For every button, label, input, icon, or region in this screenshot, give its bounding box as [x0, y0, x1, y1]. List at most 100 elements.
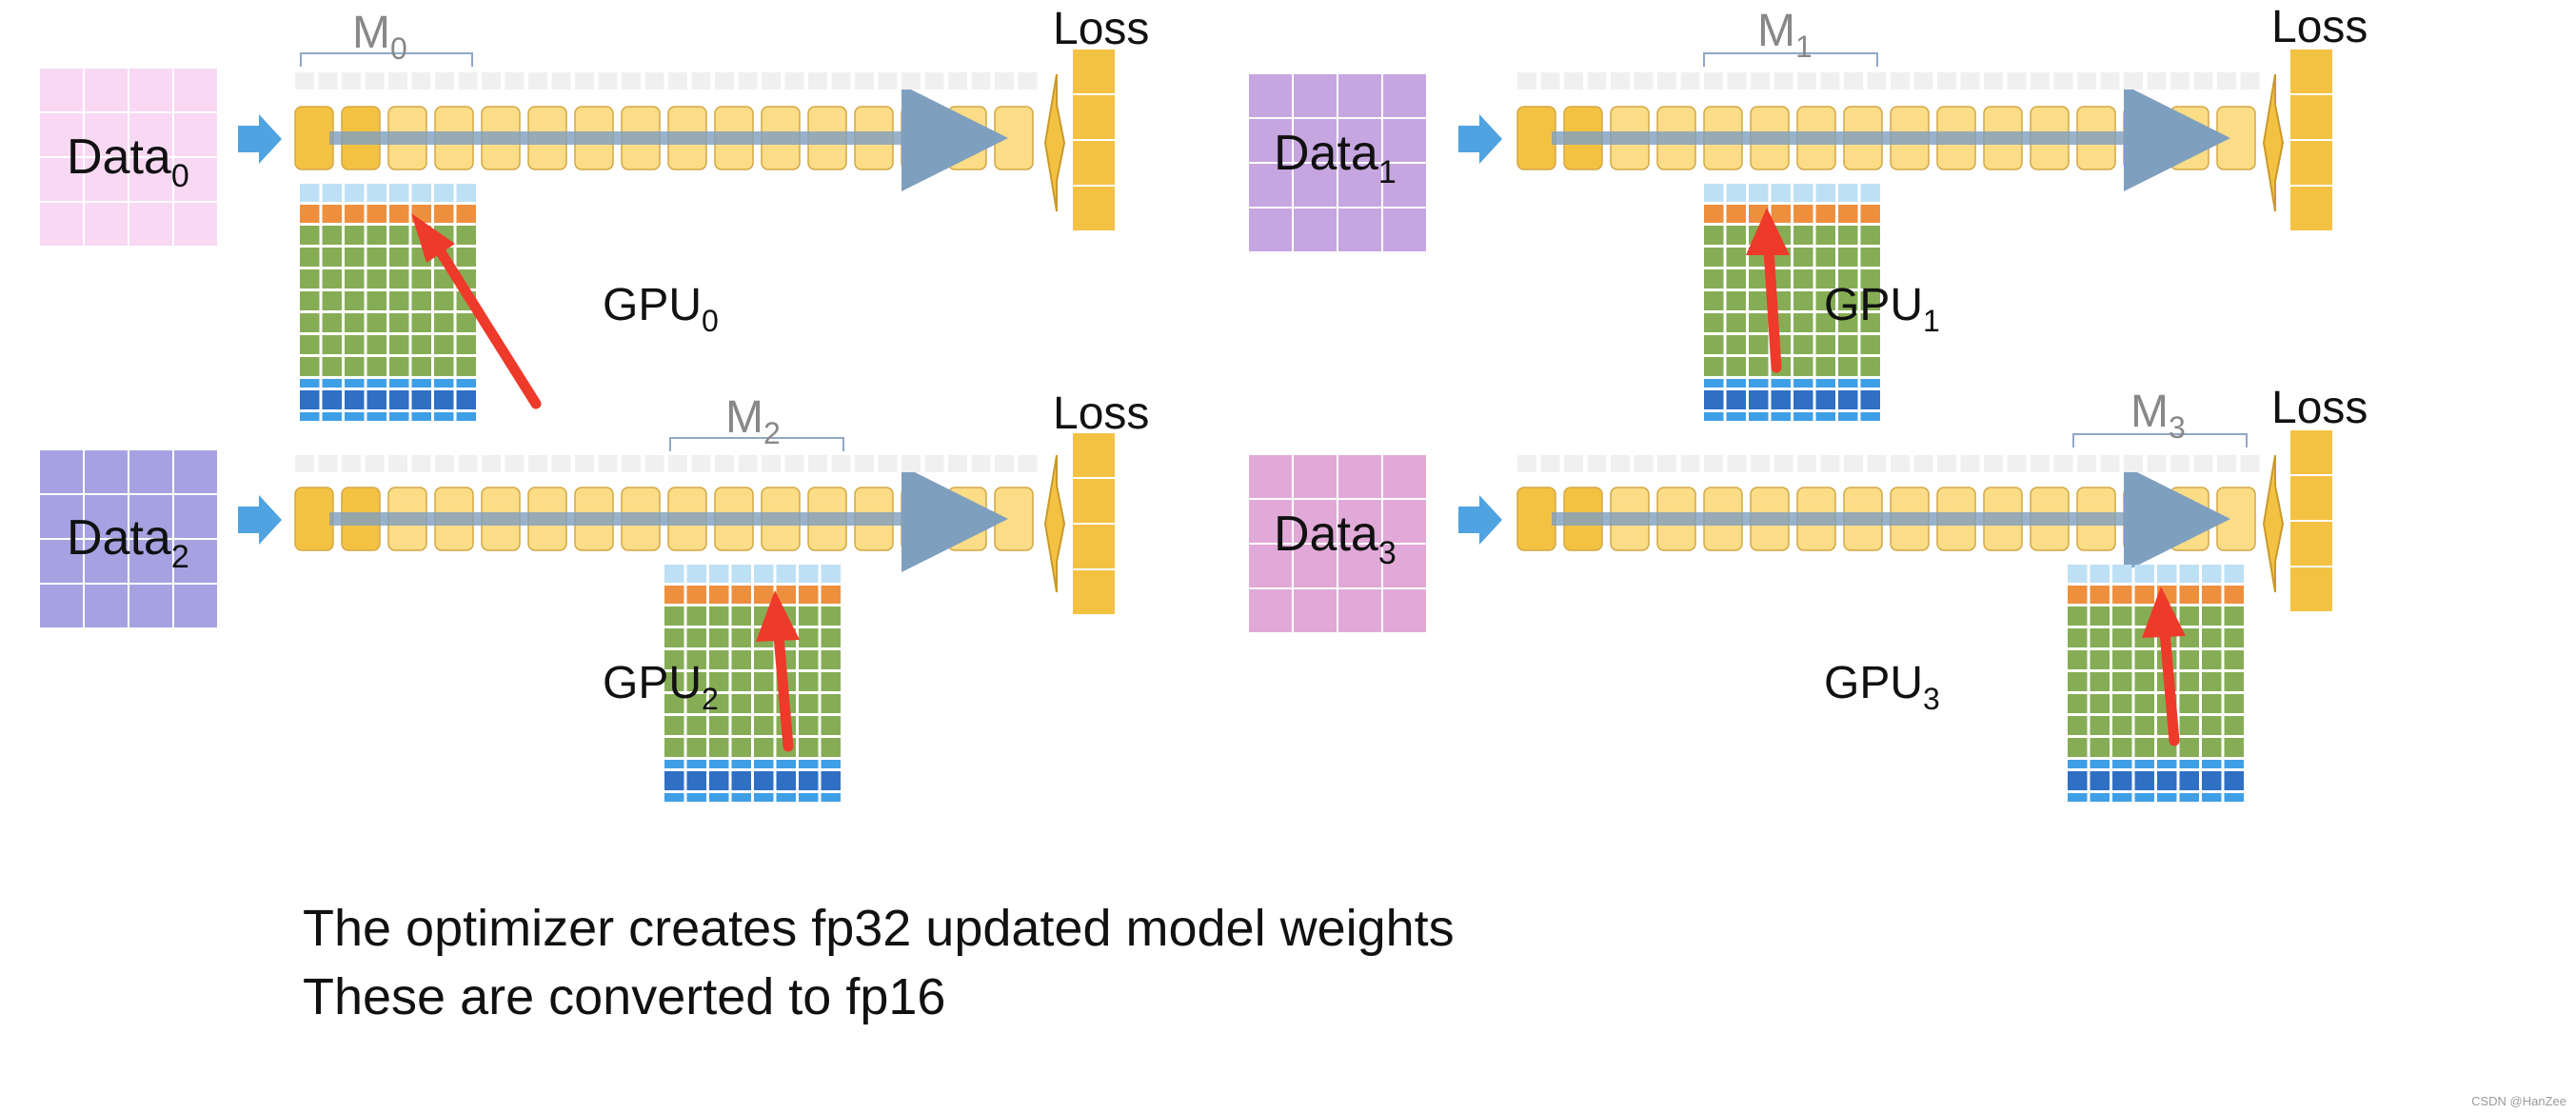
- parameter-cell: [691, 455, 711, 472]
- optimizer-state-cell: [821, 628, 841, 647]
- optimizer-state-cell: [367, 291, 386, 310]
- optimizer-state-cell: [2090, 607, 2110, 626]
- parameter-cell: [2100, 72, 2120, 90]
- caption-line-1: The optimizer creates fp32 updated model…: [303, 900, 1455, 957]
- optimizer-state-cell: [345, 313, 365, 332]
- data-cell: [40, 203, 83, 246]
- parameter-cell: [971, 455, 991, 472]
- optimizer-state-cell: [2179, 607, 2199, 626]
- optimizer-state-cell: [731, 716, 751, 735]
- loss-cell: [1073, 141, 1115, 185]
- fp32-param-cell: [2179, 565, 2199, 583]
- fp32-momentum-cell: [821, 586, 841, 604]
- fp32-momentum-cell: [456, 205, 476, 223]
- data-cell: [129, 450, 172, 493]
- optimizer-state-cell: [1749, 269, 1769, 288]
- optimizer-state-cell: [389, 226, 409, 245]
- data-cell: [1338, 74, 1381, 117]
- optimizer-state-cell: [1838, 248, 1858, 267]
- fp16-param-cell: [2202, 793, 2222, 802]
- data-cell: [1338, 455, 1381, 498]
- optimizer-state-cell: [686, 672, 706, 691]
- optimizer-state-cell: [2179, 694, 2199, 713]
- parameter-cell: [1704, 455, 1723, 472]
- fp32-momentum-cell: [731, 586, 751, 604]
- parameter-cell: [668, 455, 687, 472]
- optimizer-state-cell: [2112, 628, 2132, 647]
- gpu-memory-grid: [1704, 184, 1880, 421]
- optimizer-state-cell: [2090, 716, 2110, 735]
- loss-cell: [1073, 525, 1115, 568]
- fp16-grad-cell: [1860, 390, 1880, 409]
- parameter-cell: [1984, 455, 2003, 472]
- fp16-param-cell: [2068, 760, 2088, 768]
- data-cell: [1249, 164, 1292, 207]
- optimizer-state-cell: [367, 313, 386, 332]
- optimizer-state-cell: [799, 738, 819, 757]
- loss-cell: [2290, 522, 2332, 566]
- optimizer-state-cell: [2134, 650, 2154, 669]
- optimizer-state-cell: [1860, 269, 1880, 288]
- parameter-cell: [1680, 72, 1700, 90]
- data-cell: [1383, 455, 1426, 498]
- fp32-param-cell: [709, 565, 729, 583]
- optimizer-state-cell: [1815, 269, 1835, 288]
- model-shard-label: M0: [352, 8, 407, 66]
- fp32-param-cell: [300, 184, 320, 202]
- fp16-param-cell: [345, 379, 365, 388]
- optimizer-state-cell: [686, 650, 706, 669]
- fp32-momentum-cell: [2090, 586, 2110, 604]
- data-cell: [40, 69, 83, 111]
- optimizer-state-cell: [2202, 672, 2222, 691]
- parameter-cell: [318, 455, 338, 472]
- fp32-momentum-cell: [2179, 586, 2199, 604]
- fp16-param-cell: [799, 760, 819, 768]
- model-layers: [294, 85, 1034, 191]
- optimizer-state-cell: [2112, 694, 2132, 713]
- optimizer-state-cell: [300, 357, 320, 376]
- fp32-momentum-cell: [367, 205, 386, 223]
- fp16-grad-cell: [1793, 390, 1813, 409]
- fp16-param-cell: [2157, 793, 2177, 802]
- fp16-param-cell: [367, 379, 386, 388]
- parameter-strip: [295, 72, 1038, 90]
- fp32-momentum-cell: [686, 586, 706, 604]
- fp16-param-cell: [2112, 793, 2132, 802]
- fp16-param-cell: [686, 793, 706, 802]
- backward-arrow-icon: [2262, 73, 2285, 212]
- parameter-cell: [1797, 455, 1816, 472]
- fp16-param-cell: [2157, 760, 2177, 768]
- optimizer-state-cell: [367, 269, 386, 288]
- parameter-cell: [1587, 455, 1607, 472]
- parameter-cell: [784, 72, 804, 90]
- data-cell: [129, 495, 172, 538]
- parameter-cell: [505, 455, 525, 472]
- fp32-momentum-cell: [776, 586, 796, 604]
- optimizer-state-cell: [345, 226, 365, 245]
- data-cell: [85, 113, 128, 156]
- parameter-cell: [411, 72, 431, 90]
- optimizer-state-cell: [1860, 335, 1880, 354]
- fp16-param-cell: [776, 760, 796, 768]
- data-cell: [85, 495, 128, 538]
- data-cell: [1249, 119, 1292, 162]
- optimizer-state-cell: [1704, 269, 1724, 288]
- fp16-param-cell: [1704, 412, 1724, 421]
- data-cell: [1249, 500, 1292, 543]
- parameter-cell: [622, 455, 641, 472]
- fp32-momentum-cell: [799, 586, 819, 604]
- optimizer-state-cell: [2090, 738, 2110, 757]
- optimizer-state-cell: [2068, 716, 2088, 735]
- fp16-grad-cell: [686, 771, 706, 790]
- parameter-cell: [575, 455, 594, 472]
- fp16-param-cell: [664, 793, 684, 802]
- loss-cell: [2290, 95, 2332, 139]
- fp32-param-cell: [1771, 184, 1791, 202]
- parameter-cell: [551, 455, 571, 472]
- loss-cell: [2290, 567, 2332, 611]
- data-cell: [129, 158, 172, 201]
- optimizer-state-cell: [1704, 248, 1724, 267]
- fp32-param-cell: [664, 565, 684, 583]
- optimizer-state-cell: [754, 738, 774, 757]
- parameter-cell: [1984, 72, 2003, 90]
